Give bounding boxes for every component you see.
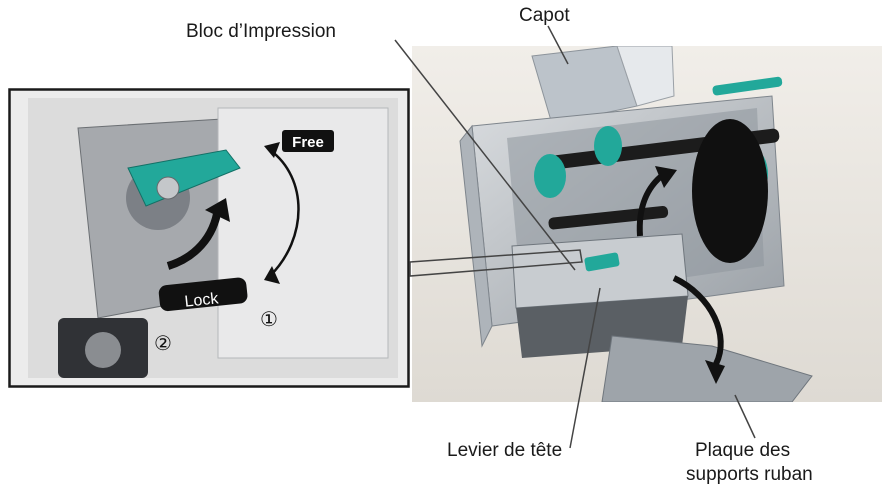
label-bloc-impression: Bloc d’Impression [186,21,336,42]
label-plaque-line1: Plaque des [695,440,791,461]
double-arc-arrow-icon [269,148,300,277]
label-levier-tete: Levier de tête [447,440,563,461]
down-curved-arrow-icon [672,275,724,366]
lock-tag: Lock [184,290,220,311]
up-curved-arrow-icon [636,171,666,237]
label-plaque-line2: supports ruban [686,464,813,485]
printer-photo [412,46,882,402]
free-tag: Free [292,134,324,151]
curved-arrow-icon [166,207,222,270]
inset-closeup: Free Lock ① ② [8,88,410,388]
label-capot: Capot [519,5,570,26]
marker-2: ② [154,331,172,355]
marker-1: ① [260,307,278,331]
